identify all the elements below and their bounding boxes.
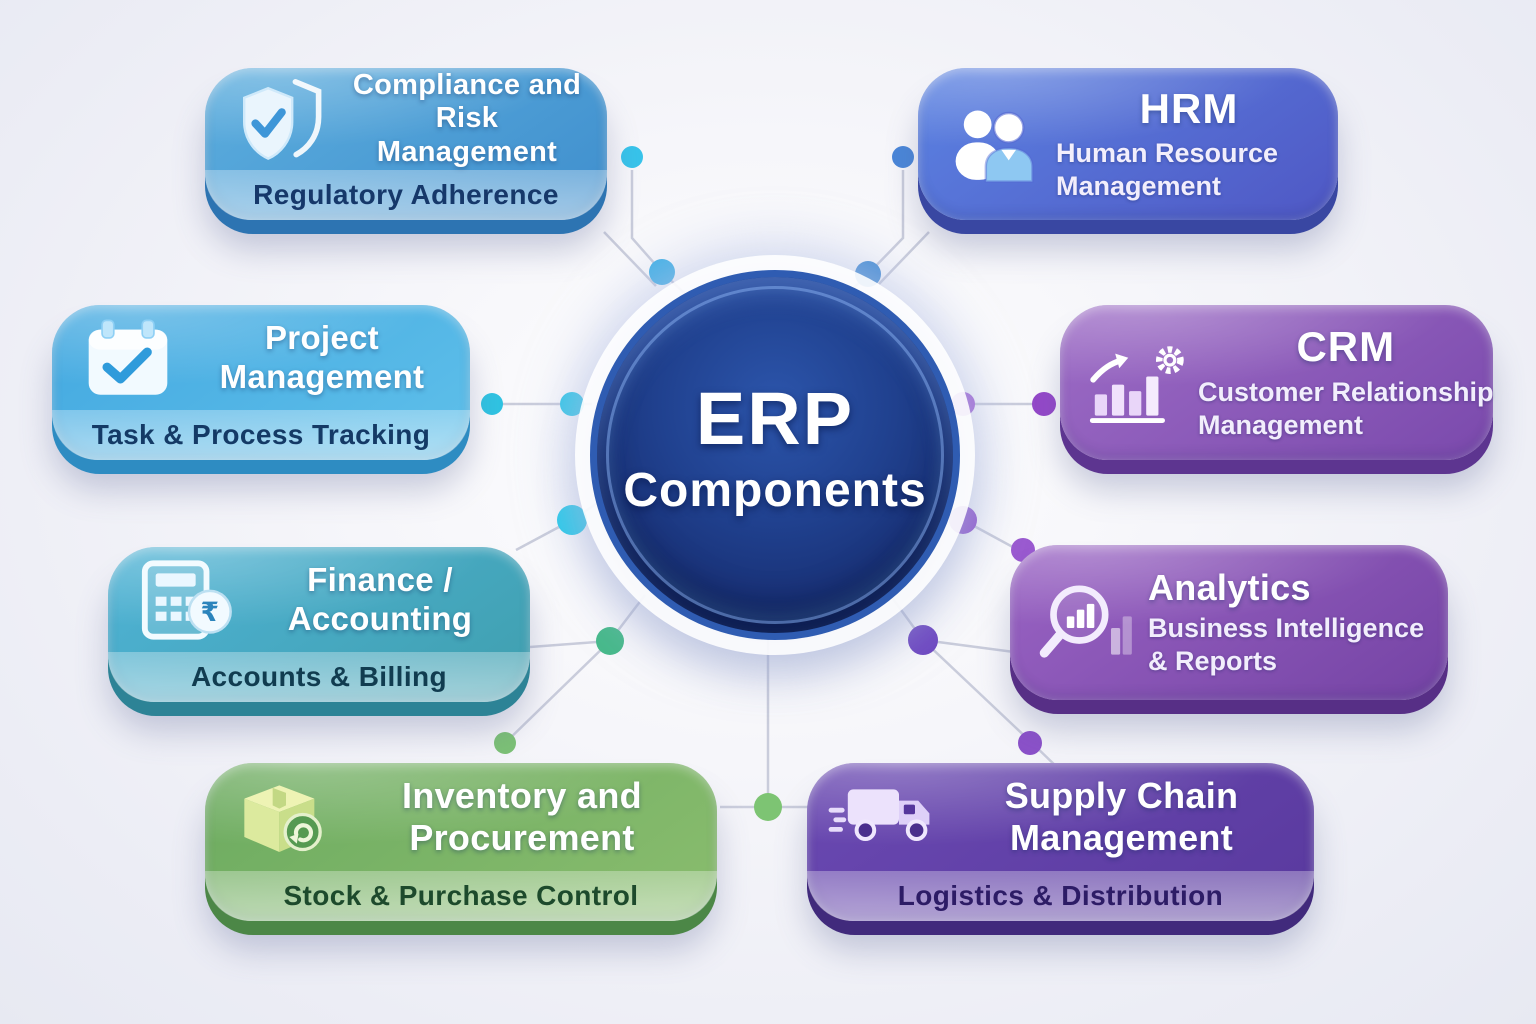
card-title: Supply Chain Management: [1004, 775, 1239, 858]
card-supply-chain-management: Supply Chain Management Logistics & Dist…: [807, 763, 1314, 921]
calculator-rupee-icon: ₹: [128, 558, 240, 642]
hub-title-line2: Components: [623, 464, 927, 517]
card-content: Analytics Business Intelligence & Report…: [1010, 545, 1448, 700]
card-content: Compliance and Risk Management: [205, 68, 607, 170]
connector-dot: [560, 392, 584, 416]
card-text: CRM Customer Relationship Management: [1198, 323, 1494, 442]
connector-dot: [649, 259, 675, 285]
delivery-truck-icon: [827, 778, 939, 856]
connector-dot: [892, 146, 914, 168]
card-title: Inventory and Procurement: [402, 775, 642, 858]
card-content: Project Management: [52, 305, 470, 410]
connector-dot: [1032, 392, 1056, 416]
hub-text: ERP Components: [623, 376, 926, 518]
card-title: Finance / Accounting: [287, 561, 473, 637]
card-compliance-risk-management: Compliance and Risk Management Regulator…: [205, 68, 607, 220]
connector-dot: [596, 627, 624, 655]
card-tagline: Logistics & Distribution: [897, 880, 1224, 911]
card-content: ₹ Finance / Accounting: [108, 547, 530, 652]
growth-chart-gear-icon: [1080, 342, 1192, 424]
card-subtitle: Business Intelligence & Reports: [1148, 613, 1425, 677]
connector-dot: [621, 146, 643, 168]
card-tagline-band: Stock & Purchase Control: [205, 871, 717, 921]
card-analytics: Analytics Business Intelligence & Report…: [1010, 545, 1448, 700]
card-title: Analytics: [1148, 566, 1311, 608]
connector-line: [630, 170, 701, 309]
connector-line: [603, 231, 657, 287]
connector-dot: [754, 793, 782, 821]
magnifier-chart-icon: [1030, 580, 1142, 666]
card-title: HRM: [1139, 84, 1239, 132]
card-hrm: HRM Human Resource Management: [918, 68, 1338, 220]
card-text: Analytics Business Intelligence & Report…: [1148, 567, 1432, 679]
card-content: Inventory and Procurement: [205, 763, 717, 871]
card-subtitle: Customer Relationship Management: [1198, 376, 1494, 440]
card-finance-accounting: ₹ Finance / Accounting Accounts & Billin…: [108, 547, 530, 702]
connector-dot: [908, 625, 938, 655]
card-tagline: Stock & Purchase Control: [283, 880, 639, 911]
connector-line: [878, 231, 930, 285]
card-tagline-band: Accounts & Billing: [108, 652, 530, 702]
connector-dot: [949, 506, 977, 534]
connector-dot: [557, 505, 587, 535]
card-inventory-procurement: Inventory and Procurement Stock & Purcha…: [205, 763, 717, 921]
card-tagline: Accounts & Billing: [190, 661, 448, 692]
card-content: Supply Chain Management: [807, 763, 1314, 871]
people-icon: [938, 103, 1050, 185]
connector-dot: [494, 732, 516, 754]
card-tagline-band: Regulatory Adherence: [205, 170, 607, 220]
connector-dot: [481, 393, 503, 415]
card-tagline: Task & Process Tracking: [91, 419, 431, 450]
card-title: Compliance and Risk Management: [352, 68, 582, 168]
connector-dot: [1018, 731, 1042, 755]
card-text: HRM Human Resource Management: [1056, 85, 1322, 204]
card-tagline-band: Task & Process Tracking: [52, 410, 470, 460]
card-tagline: Regulatory Adherence: [253, 179, 559, 210]
card-project-management: Project Management Task & Process Tracki…: [52, 305, 470, 460]
card-content: CRM Customer Relationship Management: [1060, 305, 1494, 460]
hub-title: ERP: [695, 377, 855, 460]
svg-text:₹: ₹: [201, 596, 220, 627]
connector-line: [922, 638, 1015, 654]
connector-dot: [855, 261, 881, 287]
connector-dots: [481, 146, 1056, 821]
card-title: Project Management: [219, 319, 425, 395]
erp-hub: ERP Components: [590, 270, 960, 640]
card-subtitle: Human Resource Management: [1056, 138, 1279, 202]
card-tagline-band: Logistics & Distribution: [807, 871, 1314, 921]
shield-check-icon: [225, 76, 337, 162]
connector-dot: [951, 392, 975, 416]
calendar-check-icon: [72, 316, 184, 400]
card-title: CRM: [1296, 323, 1396, 371]
connector-line: [886, 591, 1061, 771]
card-content: HRM Human Resource Management: [918, 68, 1338, 220]
box-sync-icon: [225, 775, 337, 859]
card-crm: CRM Customer Relationship Management: [1060, 305, 1494, 460]
